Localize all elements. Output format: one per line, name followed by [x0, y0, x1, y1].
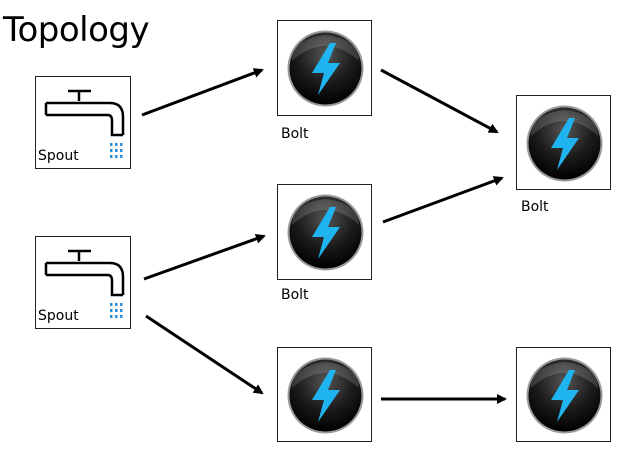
lightning-bolt-icon [526, 357, 603, 434]
lightning-bolt-icon [526, 105, 603, 182]
edge-spout2-bolt2 [143, 233, 266, 281]
bolt-label: Bolt [281, 126, 309, 142]
bolt-node-5[interactable] [516, 347, 611, 442]
lightning-bolt-icon [287, 357, 364, 434]
spout-node-1[interactable]: Spout [35, 76, 131, 169]
edge-bolt1-bolt4 [380, 68, 499, 134]
edge-spout1-bolt1 [141, 68, 264, 117]
spout-node-2[interactable]: Spout [35, 236, 131, 329]
bolt-node-3[interactable] [277, 347, 372, 442]
edge-spout2-bolt3 [145, 314, 264, 395]
lightning-bolt-icon [287, 194, 364, 271]
diagram-title: Topology [3, 10, 150, 50]
spout-label: Spout [38, 148, 79, 164]
bolt-node-4[interactable] [516, 95, 611, 190]
lightning-bolt-icon [287, 30, 364, 107]
faucet-icon [44, 249, 125, 318]
bolt-label: Bolt [281, 287, 309, 303]
bolt-node-2[interactable] [277, 184, 372, 280]
edge-bolt2-bolt4 [382, 176, 504, 224]
faucet-icon [44, 89, 125, 158]
bolt-label: Bolt [521, 199, 549, 215]
spout-label: Spout [38, 308, 79, 324]
bolt-node-1[interactable] [277, 20, 372, 116]
